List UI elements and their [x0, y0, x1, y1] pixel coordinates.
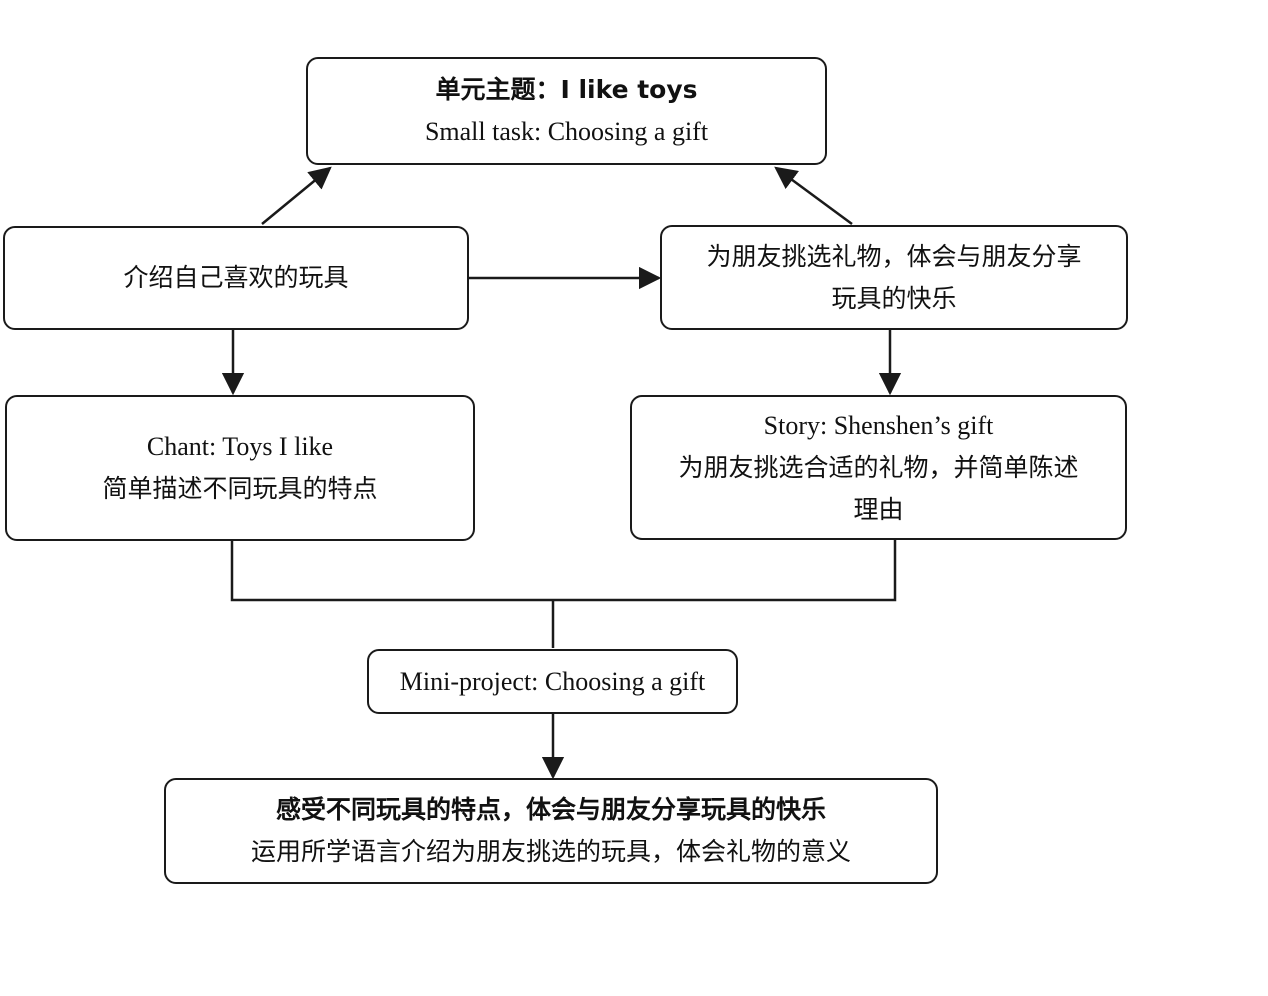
mini-project-text: Mini-project: Choosing a gift [399, 666, 706, 696]
story-title: Story: Shenshen’s gift [763, 410, 994, 440]
merge-connector [230, 540, 897, 602]
goal-line-1: 感受不同玩具的特点，体会与朋友分享玩具的快乐 [275, 795, 826, 824]
theme-title: 单元主题：I like toys [435, 75, 698, 104]
chant-description: 简单描述不同玩具的特点 [102, 474, 378, 503]
share-line-2: 玩具的快乐 [831, 283, 957, 313]
theme-subtitle: Small task: Choosing a gift [424, 117, 709, 146]
story-box: Story: Shenshen’s gift 为朋友挑选合适的礼物，并简单陈述 … [630, 395, 1127, 540]
intro-box: 介绍自己喜欢的玩具 [3, 226, 469, 330]
mini-project-box: Mini-project: Choosing a gift [367, 649, 738, 714]
goal-box: 感受不同玩具的特点，体会与朋友分享玩具的快乐 运用所学语言介绍为朋友挑选的玩具，… [164, 778, 938, 884]
share-box: 为朋友挑选礼物，体会与朋友分享 玩具的快乐 [660, 225, 1128, 330]
chant-title: Chant: Toys I like [146, 432, 334, 461]
theme-box: 单元主题：I like toys Small task: Choosing a … [306, 57, 827, 165]
story-line-3: 理由 [853, 494, 904, 524]
chant-box: Chant: Toys I like 简单描述不同玩具的特点 [5, 395, 475, 541]
share-line-1: 为朋友挑选礼物，体会与朋友分享 [706, 241, 1082, 271]
intro-text: 介绍自己喜欢的玩具 [123, 263, 349, 292]
goal-line-2: 运用所学语言介绍为朋友挑选的玩具，体会礼物的意义 [250, 837, 851, 866]
arrow-intro-to-theme [261, 166, 332, 225]
story-line-2: 为朋友挑选合适的礼物，并简单陈述 [678, 452, 1079, 482]
arrow-share-to-theme [774, 166, 853, 226]
